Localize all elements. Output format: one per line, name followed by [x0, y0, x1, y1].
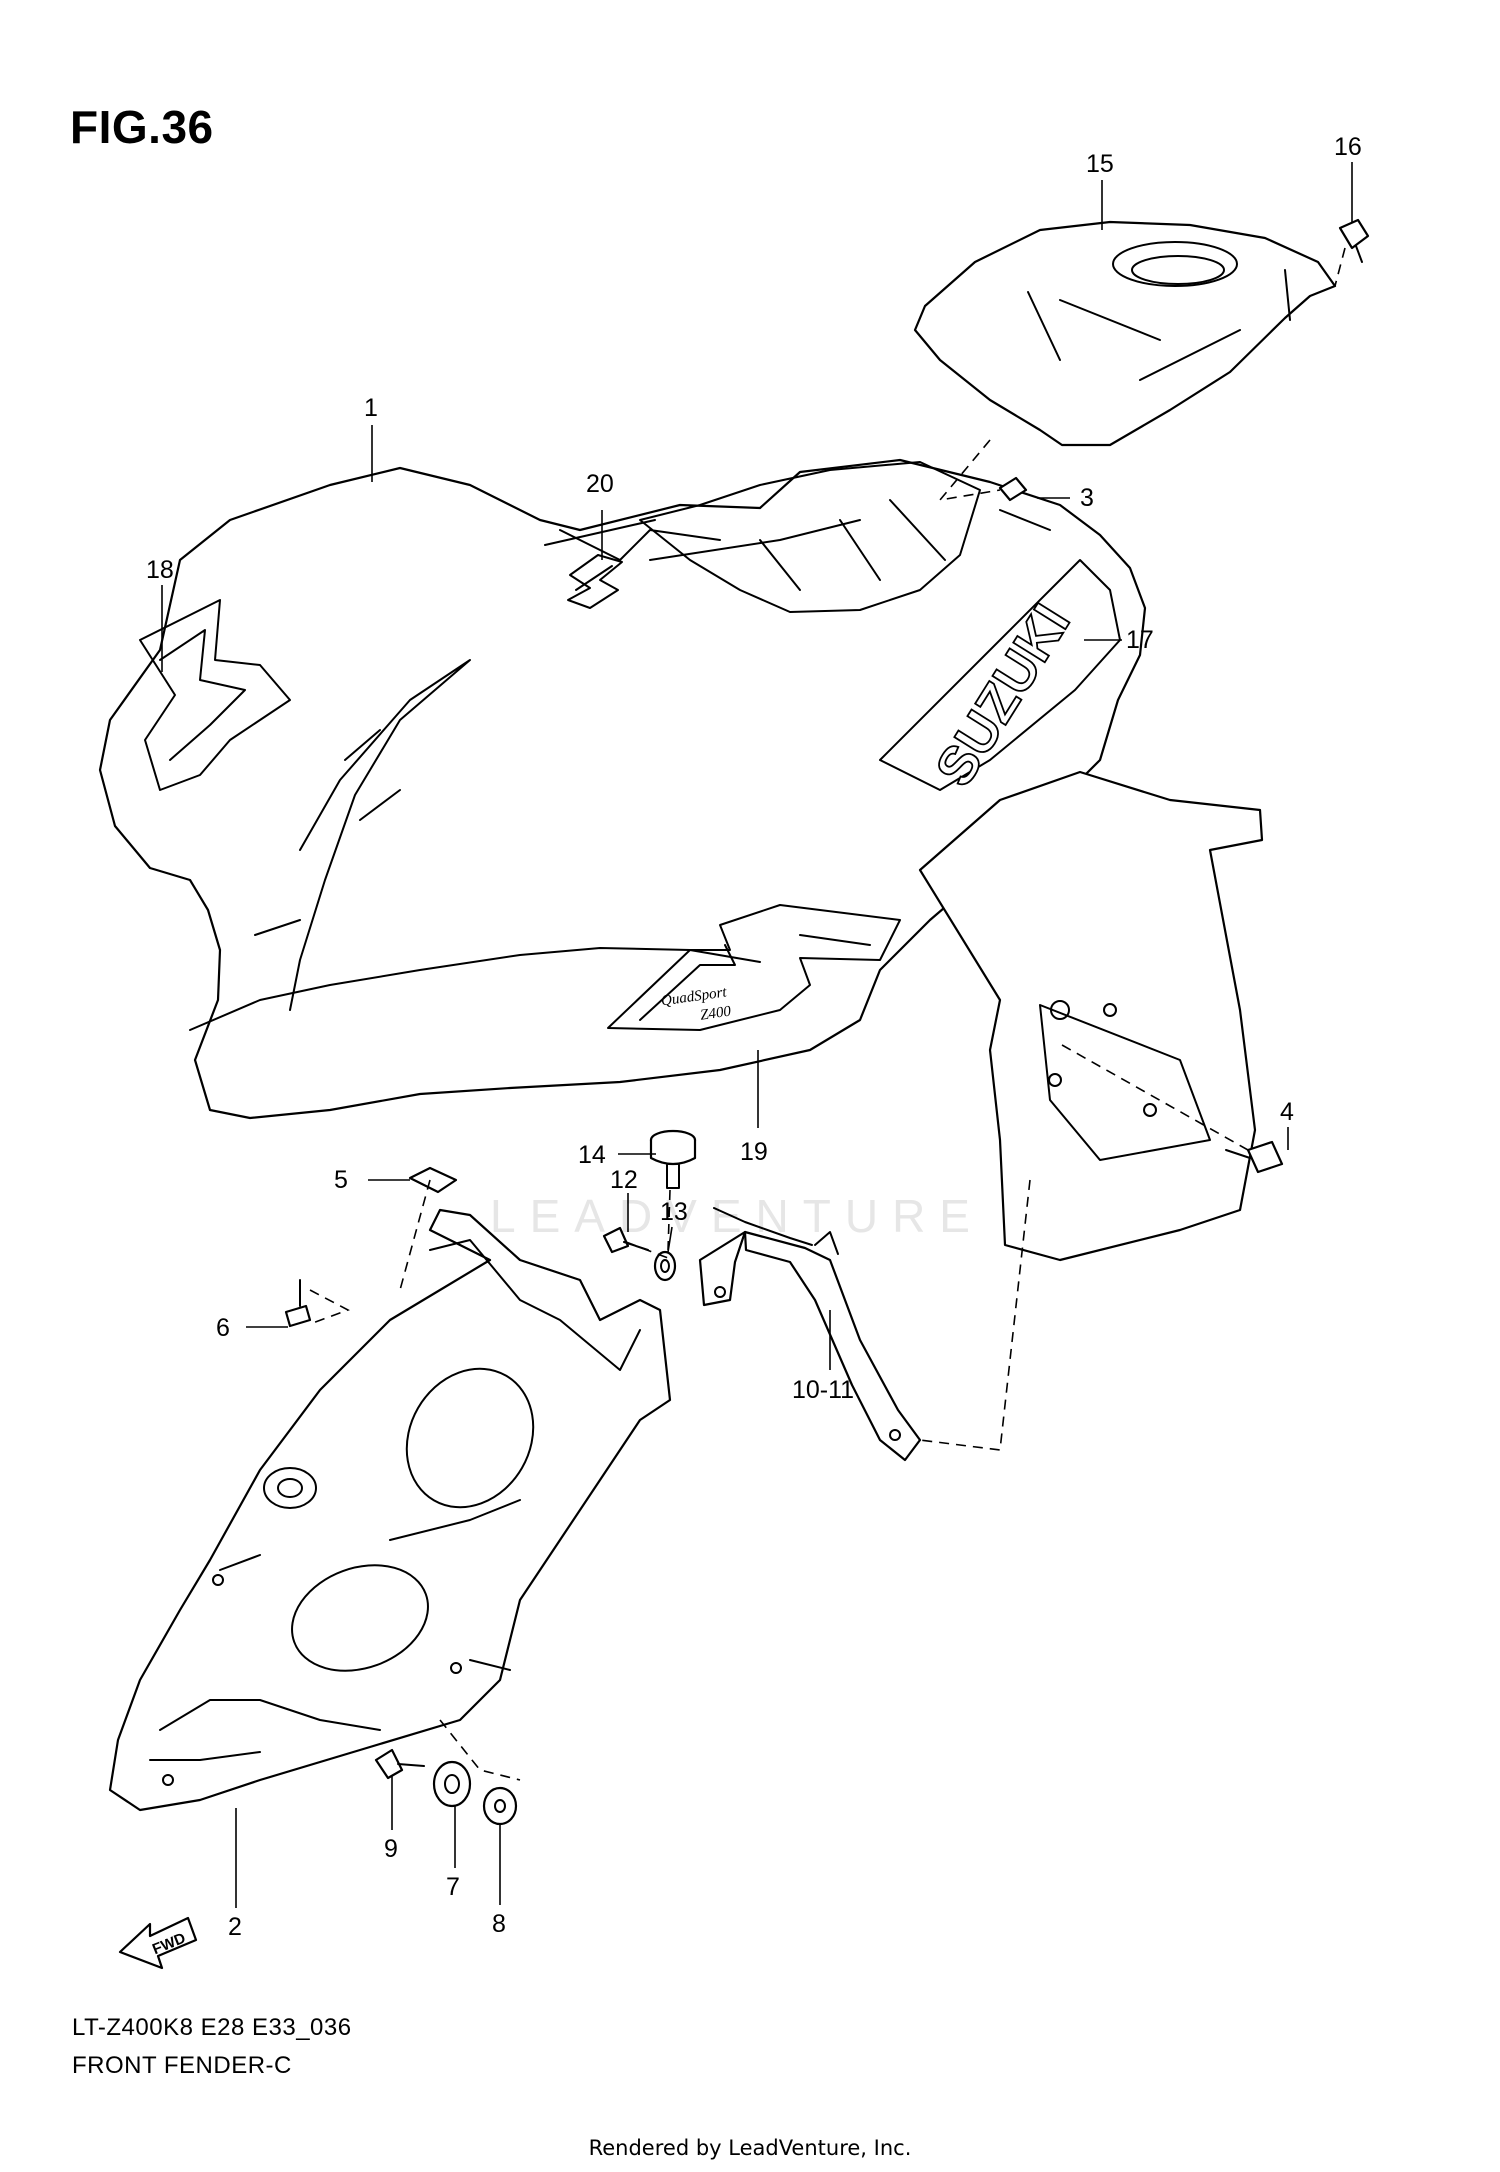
part-18-z-decal[interactable] — [139, 599, 291, 791]
callout-8: 8 — [492, 1910, 506, 1938]
callout-7: 7 — [446, 1873, 460, 1901]
callout-10-11: 10-11 — [792, 1376, 854, 1404]
diagram-code: LT-Z400K8 E28 E33_036 — [72, 2014, 352, 2041]
callout-15: 15 — [1086, 150, 1114, 178]
callout-12: 12 — [610, 1166, 638, 1194]
callout-18: 18 — [146, 556, 174, 584]
rendered-by-credit: Rendered by LeadVenture, Inc. — [588, 2136, 912, 2160]
callout-19: 19 — [740, 1138, 768, 1166]
part-3-clip[interactable] — [998, 476, 1028, 502]
callout-9: 9 — [384, 1835, 398, 1863]
callout-5: 5 — [334, 1166, 348, 1194]
part-14-rubber-cushion[interactable] — [649, 1129, 697, 1189]
part-4-bolt[interactable] — [1225, 1140, 1284, 1174]
callout-6: 6 — [216, 1314, 230, 1342]
figure-title: FIG.36 — [70, 101, 214, 153]
part-7-spacer[interactable] — [432, 1760, 472, 1808]
callout-17: 17 — [1126, 626, 1154, 654]
callout-14: 14 — [578, 1141, 606, 1169]
callout-20: 20 — [586, 470, 614, 498]
diagram-name: FRONT FENDER-C — [72, 2052, 292, 2079]
part-16-clip[interactable] — [1338, 218, 1370, 263]
badge-line2: Z400 — [699, 1003, 732, 1023]
callout-4: 4 — [1280, 1098, 1294, 1126]
callout-3: 3 — [1080, 484, 1094, 512]
part-6-screw[interactable] — [284, 1279, 312, 1328]
callout-1: 1 — [364, 394, 378, 422]
part-10-11-stay[interactable] — [698, 1207, 922, 1462]
part-8-washer[interactable] — [482, 1786, 518, 1826]
part-9-bolt[interactable] — [374, 1748, 425, 1780]
part-5-nut[interactable] — [408, 1166, 458, 1194]
part-13-washer[interactable] — [653, 1250, 677, 1282]
callout-16: 16 — [1334, 133, 1362, 161]
part-20-emblem[interactable] — [567, 554, 623, 609]
fwd-arrow-icon: FWD — [118, 1916, 198, 1970]
callout-2: 2 — [228, 1913, 242, 1941]
part-2-inner-fender[interactable] — [108, 1208, 672, 1812]
watermark-text: LEADVENTURE — [490, 1190, 984, 1242]
callout-13: 13 — [660, 1198, 688, 1226]
part-15-top-cover[interactable] — [913, 220, 1337, 447]
